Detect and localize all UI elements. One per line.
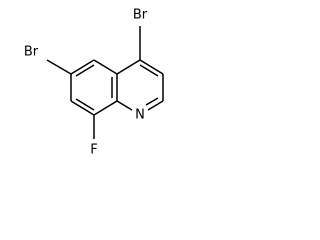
- bond-c7-c8: [70, 100, 95, 116]
- bond-c4a-c4: [116, 59, 141, 75]
- atom-label-br-top: Br: [133, 8, 148, 23]
- bond-c4a-c5: [93, 59, 118, 75]
- bond-c2-n1-inner: [145, 97, 159, 106]
- bond-c5-c6: [70, 59, 95, 75]
- atom-label-fluorine: F: [90, 143, 97, 158]
- bond-c7-c8-inner: [75, 98, 95, 111]
- atom-label-nitrogen: N: [135, 108, 145, 123]
- atom-label-br-left: Br: [24, 45, 39, 60]
- bond-c6-br: [46, 59, 72, 75]
- bond-c8-c8a: [93, 100, 118, 116]
- bond-lines: [46, 26, 164, 139]
- bond-c4-c3: [139, 59, 164, 75]
- bond-c5-c6-inner: [75, 64, 95, 77]
- chemical-structure-diagram: Br Br F N: [24, 8, 164, 158]
- bond-c2-n1: [147, 100, 164, 111]
- atom-labels: Br Br F N: [24, 8, 148, 158]
- bond-n1-c8a: [116, 100, 133, 111]
- bond-c4-c3-inner: [139, 64, 159, 77]
